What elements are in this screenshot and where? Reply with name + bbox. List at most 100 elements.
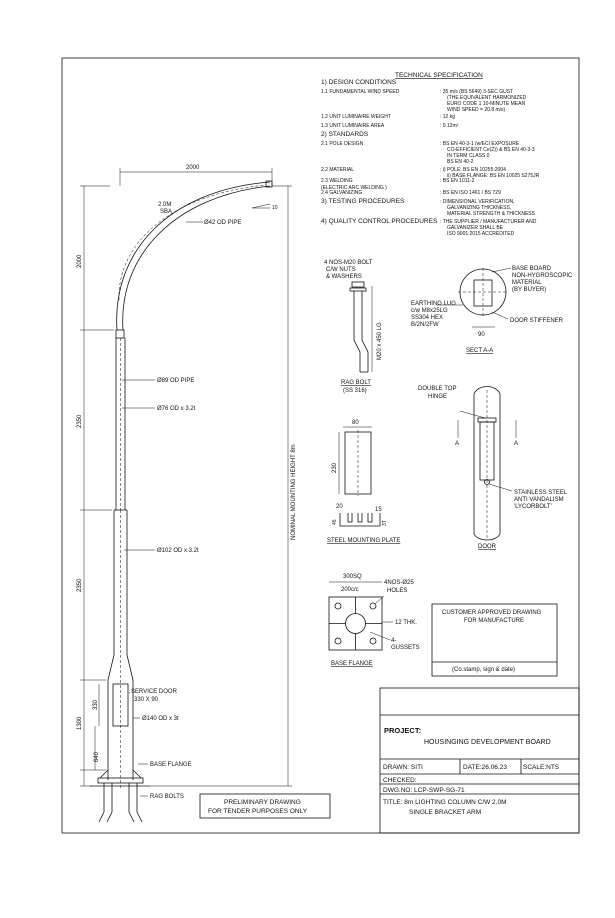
flange-hole bbox=[369, 602, 377, 610]
hinge-label-2: HINGE bbox=[428, 394, 447, 400]
spec-value: : BS EN 40-3-1 (w/ECI EXPOSURE bbox=[440, 141, 520, 147]
spec-label: 1) DESIGN CONDITIONS bbox=[321, 79, 397, 86]
drawn-by: DRAWN: SITI bbox=[383, 764, 423, 771]
base-flange-plate bbox=[97, 777, 144, 784]
rag-bolt-size: M20 x 450 LG bbox=[377, 322, 383, 360]
base-flange-detail: 300SQ 200c/c 4NOS-Ø25 HOLES 12 THK. 4- G… bbox=[328, 574, 420, 667]
rag-bolt-body-right bbox=[361, 291, 369, 372]
bolt-label-3: 'LYCORBOLT' bbox=[514, 504, 552, 510]
flange-holes-2: HOLES bbox=[387, 588, 407, 594]
angle-value: 10 bbox=[272, 205, 278, 211]
approval-line-1: CUSTOMER APPROVED DRAWING bbox=[442, 610, 542, 616]
door-top bbox=[473, 386, 501, 395]
leader-hinge bbox=[459, 410, 486, 419]
flange-spacing: 200c/c bbox=[341, 587, 359, 593]
dim-1300: 1300 bbox=[77, 716, 83, 730]
spec-label: 2.2 MATERIAL bbox=[321, 167, 354, 173]
spec-label: 2.4 GALVANIZING bbox=[321, 190, 362, 196]
base-board-1: BASE BOARD bbox=[512, 266, 552, 272]
rag-bolt-detail: 4 NOS-M20 BOLT C/W NUTS & WASHERS M20 x … bbox=[324, 260, 383, 394]
pipe-89-label: Ø89 OD PIPE bbox=[157, 378, 194, 384]
gusset bbox=[132, 769, 142, 779]
base-flange-label: BASE FLANGE bbox=[150, 762, 192, 768]
flange-hole bbox=[334, 602, 342, 610]
spec-value: : BS EN 1011-2 bbox=[440, 178, 475, 184]
door-label-1: SERVICE DOOR bbox=[131, 689, 178, 695]
spec-value: : 35 m/s (BS 5649) 3-SEC GUST bbox=[440, 89, 513, 95]
drawing-number: DWG.NO: LCP-SWP-SG-71 bbox=[383, 787, 465, 794]
pipe-42-label: Ø42 OD PIPE bbox=[204, 220, 241, 226]
dim-640: 640 bbox=[94, 751, 100, 762]
pole-taper bbox=[107, 654, 115, 681]
rag-bolts-label: RAG BOLTS bbox=[150, 794, 184, 800]
plate-section bbox=[339, 513, 381, 527]
dim-330: 330 bbox=[93, 699, 99, 710]
flange-dim-300: 300SQ bbox=[343, 574, 362, 580]
earthing-4: B/2N/2FW bbox=[411, 322, 439, 328]
door-stiffener: DOOR STIFFENER bbox=[510, 318, 564, 324]
leader-bolt bbox=[488, 483, 513, 492]
leader-gussets bbox=[369, 631, 391, 641]
rag-bolt-nut bbox=[351, 281, 365, 288]
flange-title: BASE FLANGE bbox=[331, 661, 373, 667]
dim-2000-v: 2000 bbox=[77, 254, 83, 268]
rag-bolt-right2 bbox=[128, 783, 135, 823]
drawing-scale: SCALE:NTS bbox=[523, 764, 560, 771]
spec-value: : 12 kg bbox=[440, 114, 455, 120]
spec-value: EURO CODE 1 10-MINUTE MEAN bbox=[447, 101, 525, 107]
pole-joint-top bbox=[115, 329, 125, 339]
steel-mounting-plate-detail: 80 230 20 15 45 3T STEEL MOUNTING PLATE bbox=[327, 420, 400, 544]
plate-dim-20: 20 bbox=[336, 504, 343, 510]
drawing-border bbox=[61, 57, 580, 834]
pole-elevation: 2000 2.0M SBA 10 Ø42 OD PIPE bbox=[77, 165, 297, 823]
rag-bolt-washer bbox=[349, 287, 367, 292]
pipe-140-label: Ø140 OD x 3t bbox=[142, 716, 179, 722]
rag-bolt-note-2: C/W NUTS bbox=[326, 267, 356, 273]
section-mark-left: A bbox=[455, 441, 459, 447]
drawing-title-1: TITLE: 8m LIGHTING COLUMN C/W 2.0M bbox=[383, 799, 507, 806]
pipe-102-label: Ø102 OD x 3.2t bbox=[157, 548, 199, 554]
plate-dim-230: 230 bbox=[332, 462, 338, 473]
spec-value: WIND SPEED = 20.8 m/s) bbox=[447, 107, 506, 113]
plate-dim-80: 80 bbox=[352, 420, 359, 426]
rag-bolt-left2 bbox=[106, 783, 113, 823]
title-block: PROJECT: HOUSINGING DEVELOPMENT BOARD DR… bbox=[379, 687, 580, 834]
spec-value: GALVANIZER SHALL BE bbox=[447, 225, 504, 231]
dim-2000-top: 2000 bbox=[186, 165, 200, 171]
spec-value: BS EN 40-2 bbox=[447, 159, 474, 165]
sba-label-2: SBA bbox=[160, 209, 172, 215]
base-board-2: NON-HYGROSCOPIC bbox=[512, 273, 573, 279]
spec-label: 4) QUALITY CONTROL PROCEDURES bbox=[321, 218, 438, 225]
project-label: PROJECT: bbox=[384, 726, 421, 735]
preliminary-line-1: PRELIMINARY DRAWING bbox=[224, 799, 301, 806]
spec-label: (ELECTRIC ARC WELDING ) bbox=[321, 185, 387, 191]
spec-value: (THE EQUIVALENT HARMONIZED bbox=[447, 95, 527, 101]
base-board-4: (BY BUYER) bbox=[512, 287, 546, 293]
base-board-3: MATERIAL bbox=[512, 280, 542, 286]
flange-holes-1: 4NOS-Ø25 bbox=[384, 580, 414, 586]
preliminary-stamp: PRELIMINARY DRAWING FOR TENDER PURPOSES … bbox=[199, 793, 331, 819]
pole-taper bbox=[126, 654, 134, 681]
plate-dim-3t: 3T bbox=[382, 520, 388, 526]
drawing-title-2: SINGLE BRACKET ARM bbox=[409, 809, 481, 816]
door-title: DOOR bbox=[478, 544, 497, 550]
plate-title: STEEL MOUNTING PLATE bbox=[327, 538, 400, 544]
flange-hole bbox=[334, 637, 342, 645]
project-name: HOUSINGING DEVELOPMENT BOARD bbox=[424, 739, 551, 746]
luminaire-spigot bbox=[265, 180, 273, 188]
rag-bolt-note-1: 4 NOS-M20 BOLT bbox=[324, 260, 373, 266]
technical-specification: TECHNICAL SPECIFICATION 1) DESIGN CONDIT… bbox=[321, 72, 540, 237]
spec-title: TECHNICAL SPECIFICATION bbox=[395, 72, 483, 79]
bolt-label-2: ANTI VANDALISM bbox=[514, 497, 564, 503]
spec-value: IN TERM CLASS 0 bbox=[447, 153, 490, 159]
spec-label: 3) TESTING PROCEDURES bbox=[321, 198, 405, 205]
earthing-1: EARTHING LUG bbox=[411, 301, 456, 307]
flange-gussets-1: 4- bbox=[391, 638, 396, 644]
pipe-76-label: Ø76 OD x 3.2t bbox=[157, 406, 196, 412]
spec-label: 1.1 FUNDAMENTAL WIND SPEED bbox=[321, 89, 400, 95]
spec-label: 2) STANDARDS bbox=[321, 131, 369, 138]
plate-dim-45: 45 bbox=[332, 519, 338, 525]
preliminary-frame bbox=[199, 793, 331, 819]
sba-label-1: 2.0M bbox=[158, 202, 171, 208]
